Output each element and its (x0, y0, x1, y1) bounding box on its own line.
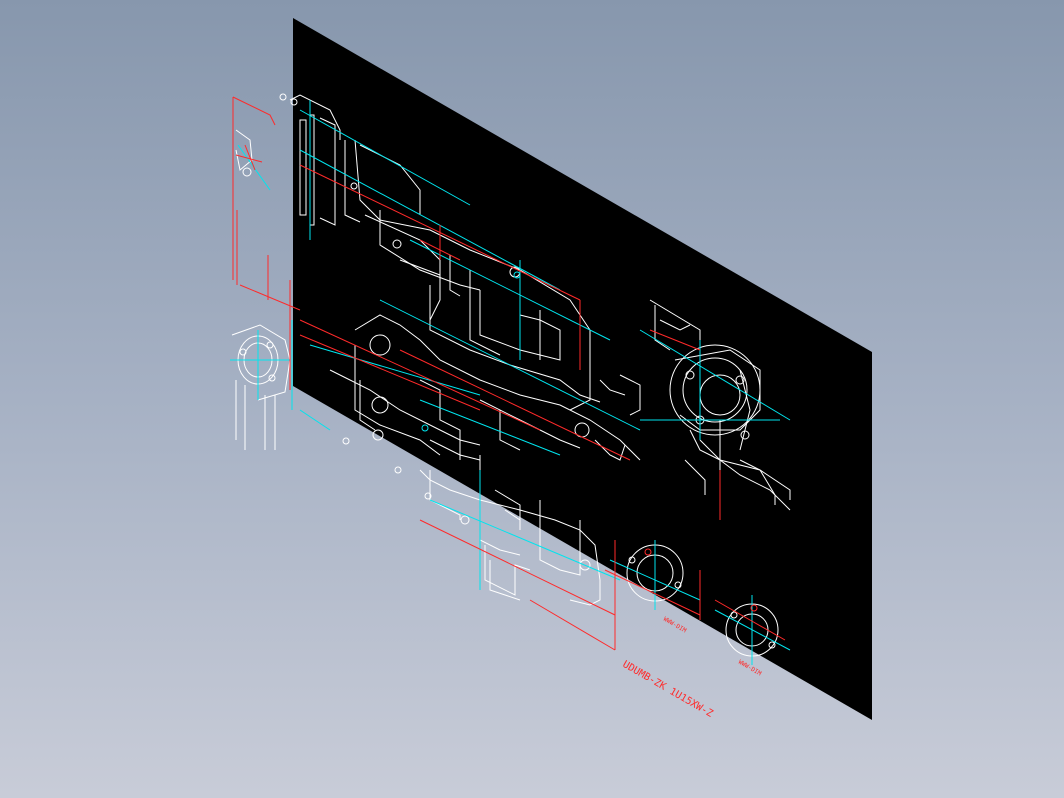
title-block-text: UDUMB-ZK 1U15XW-Z (621, 659, 715, 720)
dimension-layer (232, 96, 786, 651)
flange-label-2: WWW-DIM (737, 659, 763, 678)
flange-label-1: WWW-DIM (662, 616, 688, 635)
centerline-layer (230, 100, 791, 665)
drawing-sheet[interactable] (293, 18, 872, 720)
